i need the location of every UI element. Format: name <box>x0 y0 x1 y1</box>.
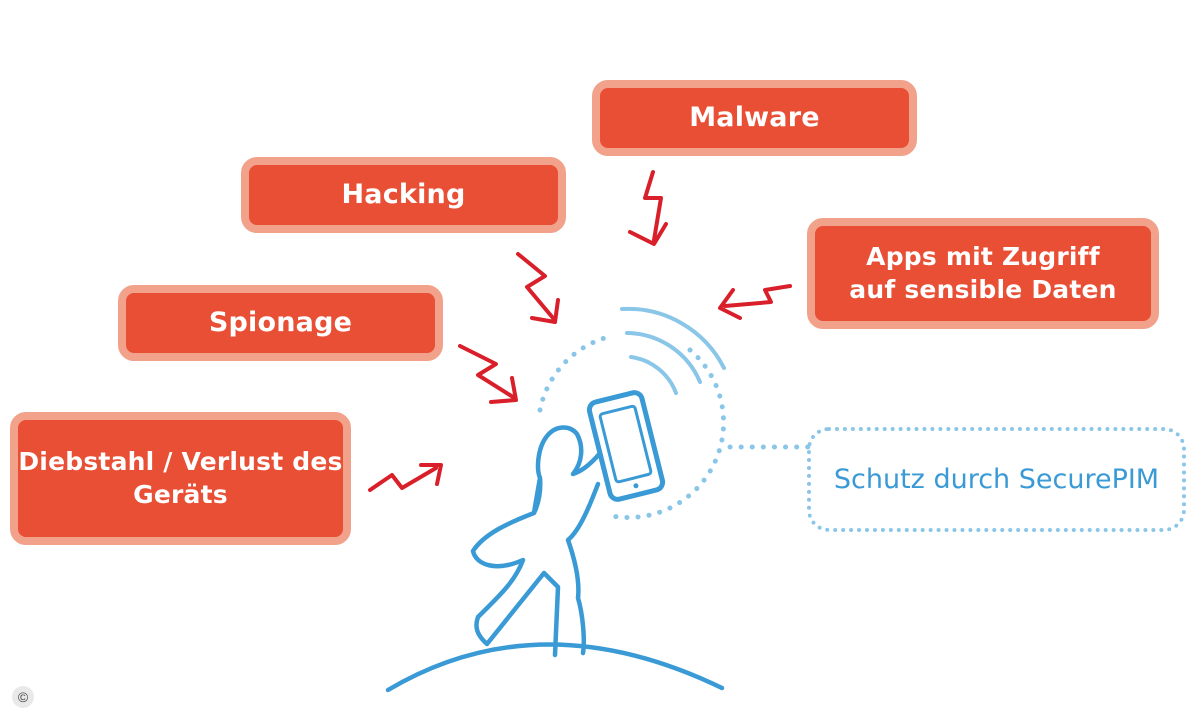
copyright-icon: © <box>12 686 34 708</box>
threat-hacking-box: Hacking <box>241 157 566 233</box>
threat-apps-label-line2: auf sensible Daten <box>849 274 1117 304</box>
diebstahl-arrow-icon <box>368 463 443 492</box>
threat-spionage-box: Spionage <box>118 285 443 361</box>
threat-malware-label: Malware <box>689 102 820 134</box>
threat-diebstahl-box: Diebstahl / Verlust des Geräts <box>10 412 351 545</box>
threat-arrows <box>368 170 792 492</box>
protection-dotted-arc <box>537 333 727 520</box>
signal-waves-icon <box>620 306 726 395</box>
apps-arrow-icon <box>718 284 792 320</box>
threat-spionage-label: Spionage <box>208 307 353 339</box>
ground-arc <box>385 642 725 693</box>
spionage-arrow-icon <box>458 344 518 404</box>
copyright-symbol: © <box>17 689 29 705</box>
smartphone-icon <box>586 390 666 502</box>
threat-apps-box: Apps mit Zugriff auf sensible Daten <box>807 218 1159 329</box>
threat-apps-label-line1: Apps mit Zugriff <box>866 242 1100 271</box>
protection-box: Schutz durch SecurePIM <box>807 427 1186 532</box>
hacking-arrow-icon <box>516 252 560 324</box>
malware-arrow-icon <box>628 170 668 246</box>
threat-diebstahl-label-line1: Diebstahl / Verlust des <box>18 447 343 476</box>
protection-label: Schutz durch SecurePIM <box>833 464 1160 495</box>
threat-malware-box: Malware <box>592 80 917 156</box>
person-figure-icon <box>470 425 607 658</box>
threat-hacking-label: Hacking <box>341 179 466 211</box>
threat-diebstahl-label-line2: Geräts <box>133 479 228 509</box>
